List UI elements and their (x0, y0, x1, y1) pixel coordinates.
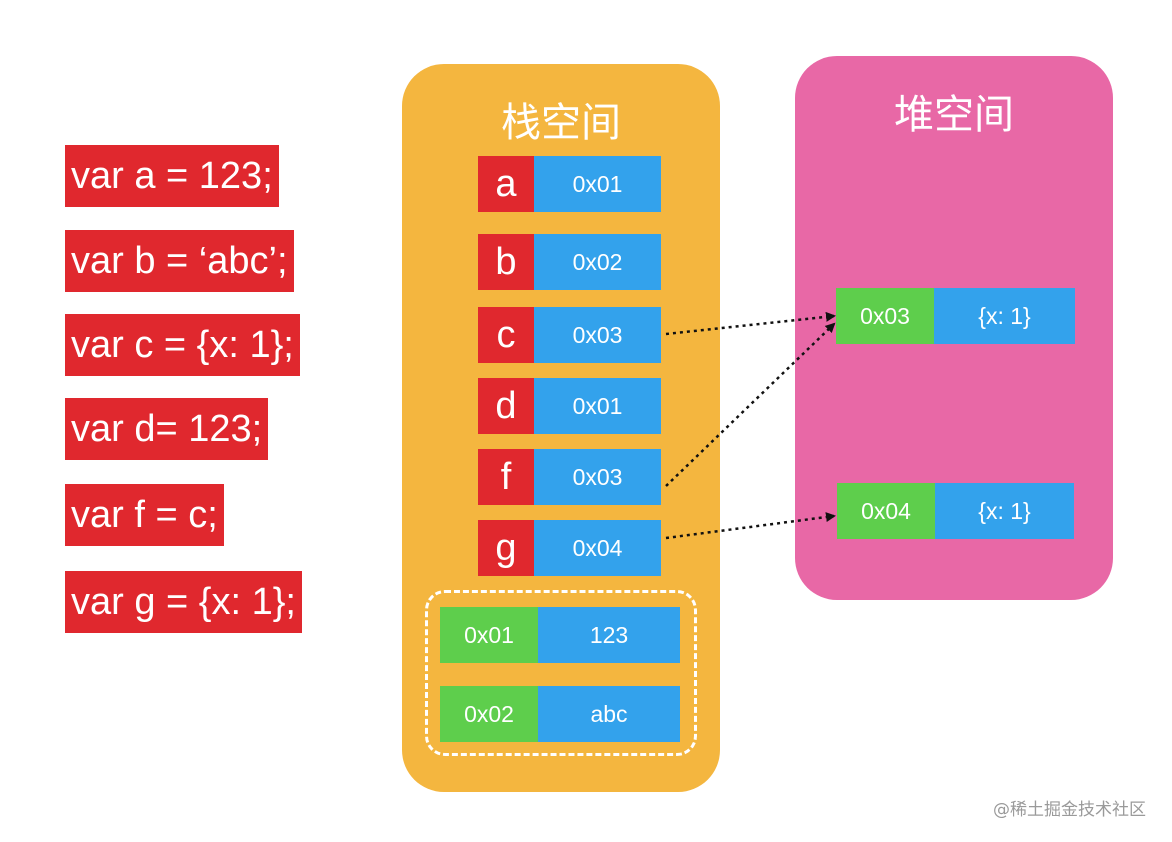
stack-var-g: g 0x04 (478, 520, 661, 576)
code-line-d: var d= 123; (65, 398, 269, 460)
mem-address: 0x03 (836, 288, 934, 344)
heap-title: 堆空间 (894, 92, 1014, 138)
arrow-f-to-0x03 (665, 322, 836, 487)
code-line-b: var b = ‘abc’; (65, 230, 294, 292)
var-address: 0x01 (534, 378, 661, 434)
primitive-values-group (425, 590, 697, 756)
mem-address: 0x02 (440, 686, 538, 742)
arrow-g-to-0x04 (665, 512, 836, 540)
mem-value: abc (538, 686, 680, 742)
var-name: d (478, 378, 534, 434)
primitive-row-0x02: 0x02 abc (440, 686, 680, 742)
arrow-c-to-0x03 (665, 311, 836, 336)
code-line-f: var f = c; (65, 484, 224, 546)
stack-var-b: b 0x02 (478, 234, 661, 290)
code-line-c: var c = {x: 1}; (65, 314, 300, 376)
var-address: 0x01 (534, 156, 661, 212)
var-address: 0x03 (534, 449, 661, 505)
mem-address: 0x04 (837, 483, 935, 539)
stack-var-d: d 0x01 (478, 378, 661, 434)
stack-var-a: a 0x01 (478, 156, 661, 212)
mem-value: {x: 1} (934, 288, 1075, 344)
var-name: c (478, 307, 534, 363)
var-name: a (478, 156, 534, 212)
heap-object-0x04: 0x04 {x: 1} (837, 483, 1074, 539)
code-line-g: var g = {x: 1}; (65, 571, 302, 633)
var-name: f (478, 449, 534, 505)
mem-value: {x: 1} (935, 483, 1074, 539)
var-name: g (478, 520, 534, 576)
watermark: @稀土掘金技术社区 (993, 800, 1146, 820)
var-name: b (478, 234, 534, 290)
var-address: 0x04 (534, 520, 661, 576)
stack-var-c: c 0x03 (478, 307, 661, 363)
heap-object-0x03: 0x03 {x: 1} (836, 288, 1075, 344)
primitive-row-0x01: 0x01 123 (440, 607, 680, 663)
var-address: 0x03 (534, 307, 661, 363)
code-line-a: var a = 123; (65, 145, 279, 207)
stack-var-f: f 0x03 (478, 449, 661, 505)
mem-value: 123 (538, 607, 680, 663)
stack-title: 栈空间 (501, 100, 621, 146)
var-address: 0x02 (534, 234, 661, 290)
mem-address: 0x01 (440, 607, 538, 663)
